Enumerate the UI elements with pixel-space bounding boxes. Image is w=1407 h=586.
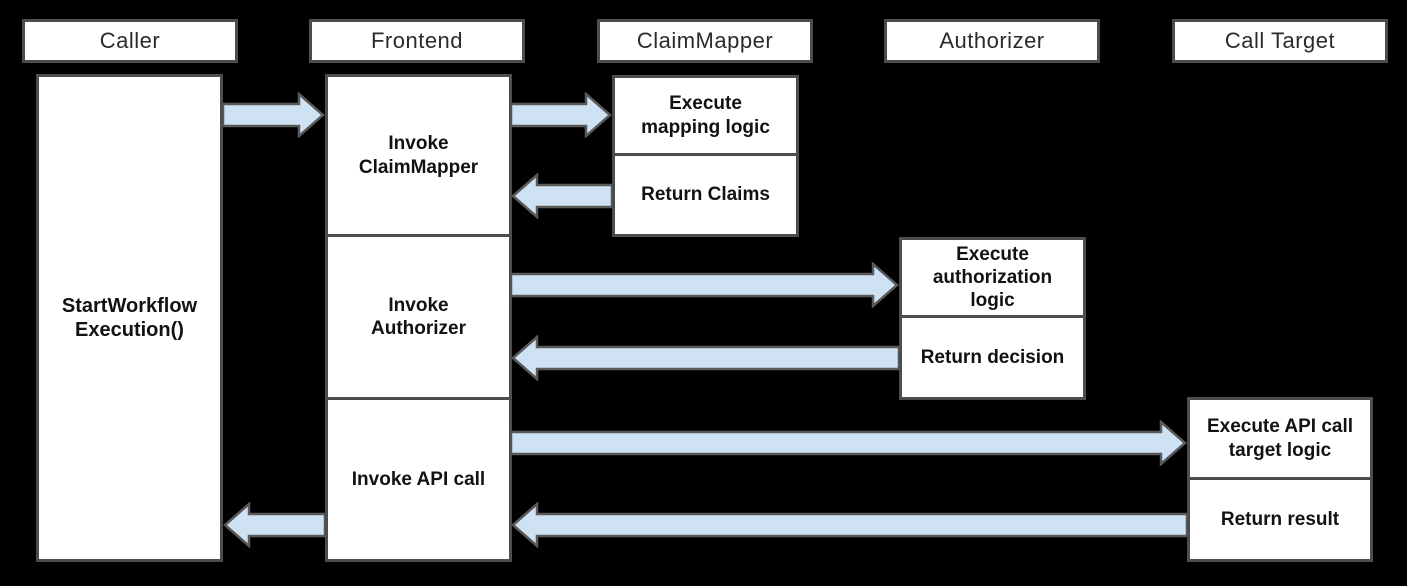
authorizer-step-return-decision: Return decision: [899, 315, 1086, 400]
authorizer-step-execute-authorization-logic: Execute authorization logic: [899, 237, 1086, 318]
arrow-frontend-to-authorizer: [511, 262, 899, 308]
arrow-caller-to-frontend: [223, 92, 325, 138]
arrow-authorizer-return-to-frontend: [511, 335, 899, 381]
arrow-claimmapper-return-to-frontend: [511, 173, 612, 219]
arrow-frontend-to-calltarget: [511, 420, 1187, 466]
lane-header-frontend: Frontend: [309, 19, 525, 63]
lane-header-caller: Caller: [22, 19, 238, 63]
claimmapper-step-return-claims: Return Claims: [612, 153, 799, 237]
arrow-frontend-return-to-caller: [223, 502, 325, 548]
calltarget-step-execute-api-call-target-logic: Execute API call target logic: [1187, 397, 1373, 480]
frontend-step-invoke-claimmapper: Invoke ClaimMapper: [325, 74, 512, 237]
calltarget-step-return-result: Return result: [1187, 477, 1373, 562]
arrow-frontend-to-claimmapper: [511, 92, 612, 138]
frontend-step-invoke-authorizer: Invoke Authorizer: [325, 234, 512, 400]
lane-header-claimmapper: ClaimMapper: [597, 19, 813, 63]
lane-header-authorizer: Authorizer: [884, 19, 1100, 63]
claimmapper-step-execute-mapping-logic: Execute mapping logic: [612, 75, 799, 156]
arrow-calltarget-return-to-frontend: [511, 502, 1187, 548]
caller-activation-box: StartWorkflow Execution(): [36, 74, 223, 562]
frontend-step-invoke-api-call: Invoke API call: [325, 397, 512, 562]
lane-header-calltarget: Call Target: [1172, 19, 1388, 63]
